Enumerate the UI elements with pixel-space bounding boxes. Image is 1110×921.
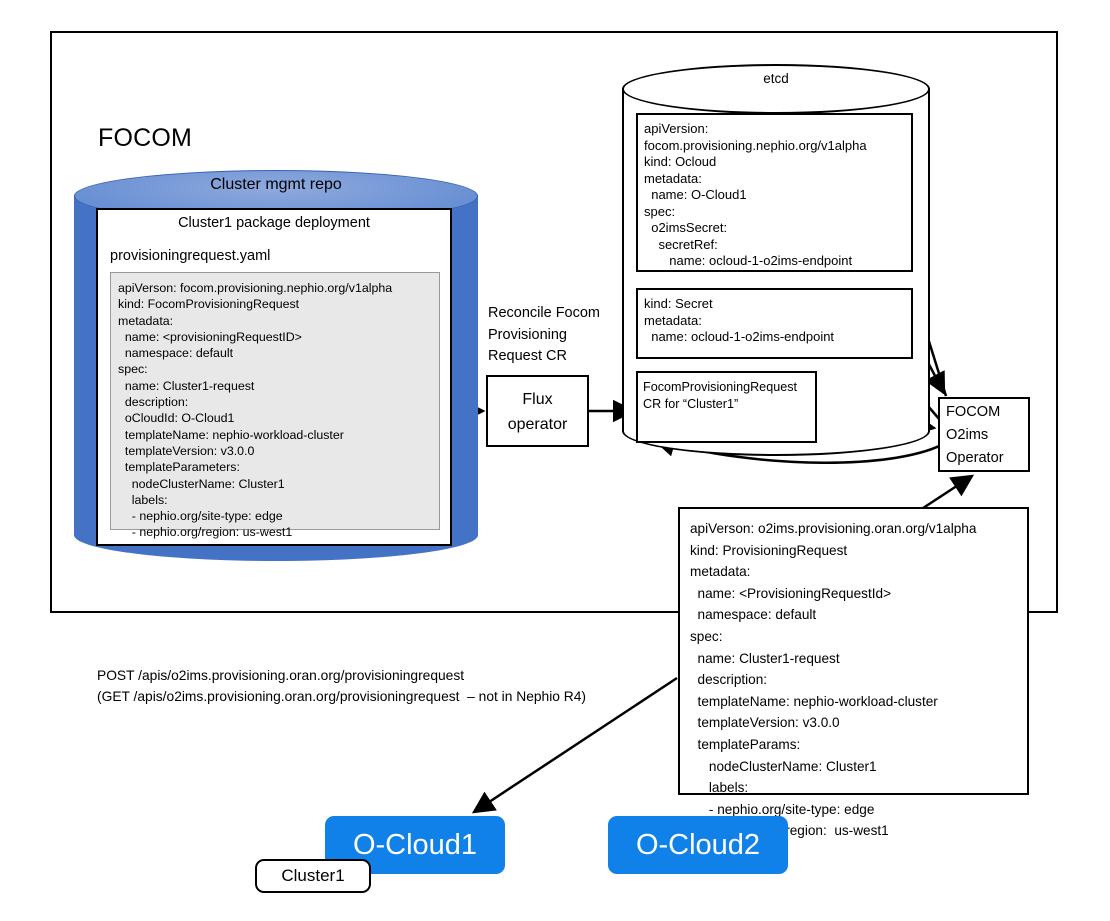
focom-title: FOCOM bbox=[98, 124, 193, 152]
focom-provisioning-request-cr-text: FocomProvisioningRequest CR for “Cluster… bbox=[643, 380, 797, 411]
focom-frame bbox=[50, 31, 1058, 613]
ocloud2-node[interactable]: O-Cloud2 bbox=[608, 816, 788, 874]
package-file-name: provisioningrequest.yaml bbox=[110, 248, 271, 264]
focom-provisioning-request-yaml-block bbox=[110, 272, 440, 530]
api-endpoint-note: POST /apis/o2ims.provisioning.oran.org/p… bbox=[97, 668, 587, 704]
focom-provisioning-request-cr-box bbox=[636, 371, 817, 443]
secret-cr-text: kind: Secret metadata: name: ocloud-1-o2… bbox=[644, 296, 835, 344]
repo-label: Cluster mgmt repo bbox=[210, 176, 342, 193]
provisioning-request-box bbox=[678, 507, 1029, 795]
provisioning-request-yaml-text: apiVerson: o2ims.provisioning.oran.org/v… bbox=[690, 521, 977, 839]
flux-operator-label: Flux operator bbox=[507, 391, 568, 433]
etcd-cylinder-top bbox=[622, 64, 930, 114]
focom-o2ims-operator-label: FOCOM O2ims Operator bbox=[946, 404, 1004, 466]
ocloud-cr-box bbox=[636, 113, 913, 272]
focom-o2ims-operator-box bbox=[938, 397, 1030, 472]
ocloud-cr-text: apiVersion: focom.provisioning.nephio.or… bbox=[644, 121, 867, 268]
flux-operator-box bbox=[486, 375, 589, 447]
package-deployment-title: Cluster1 package deployment bbox=[178, 215, 370, 231]
secret-cr-box bbox=[636, 288, 913, 359]
cluster1-chip[interactable]: Cluster1 bbox=[255, 859, 371, 893]
reconcile-annotation: Reconcile Focom Provisioning Request CR bbox=[488, 305, 601, 364]
focom-provisioning-request-yaml-text: apiVerson: focom.provisioning.nephio.org… bbox=[118, 281, 393, 540]
etcd-label: etcd bbox=[763, 71, 789, 86]
